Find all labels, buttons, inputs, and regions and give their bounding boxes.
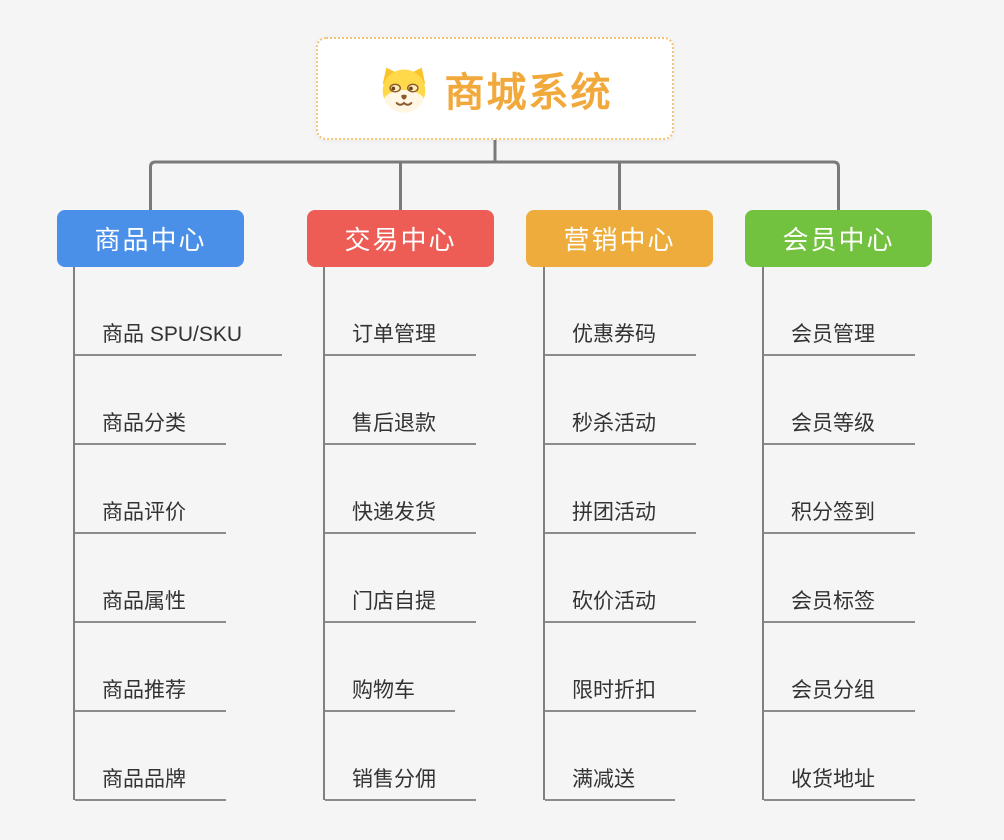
mindmap-leaf[interactable]: 会员分组 bbox=[764, 676, 915, 712]
mindmap-leaf[interactable]: 会员管理 bbox=[764, 320, 915, 356]
mindmap-leaf[interactable]: 商品属性 bbox=[75, 587, 226, 623]
mindmap-leaf[interactable]: 商品评价 bbox=[75, 498, 226, 534]
dog-face-icon bbox=[382, 67, 425, 112]
mindmap-leaf[interactable]: 积分签到 bbox=[764, 498, 915, 534]
mindmap-leaf[interactable]: 商品品牌 bbox=[75, 765, 226, 801]
root-node[interactable]: 商城系统 bbox=[316, 37, 674, 140]
branch-column-member: 会员管理 会员等级 积分签到 会员标签 会员分组 收货地址 bbox=[762, 267, 915, 801]
mindmap-leaf[interactable]: 门店自提 bbox=[325, 587, 476, 623]
mindmap-leaf[interactable]: 收货地址 bbox=[764, 765, 915, 801]
mindmap-leaf[interactable]: 拼团活动 bbox=[545, 498, 696, 534]
mindmap-leaf[interactable]: 砍价活动 bbox=[545, 587, 696, 623]
mindmap-leaf[interactable]: 商品 SPU/SKU bbox=[75, 320, 283, 356]
branch-trade-center[interactable]: 交易中心 bbox=[307, 210, 494, 267]
mindmap-leaf[interactable]: 秒杀活动 bbox=[545, 409, 696, 445]
mindmap-leaf[interactable]: 会员标签 bbox=[764, 587, 915, 623]
branch-member-center[interactable]: 会员中心 bbox=[745, 210, 932, 267]
mindmap-leaf[interactable]: 优惠券码 bbox=[545, 320, 696, 356]
branch-column-trade: 订单管理 售后退款 快递发货 门店自提 购物车 销售分佣 bbox=[323, 267, 476, 801]
mindmap-leaf[interactable]: 订单管理 bbox=[325, 320, 476, 356]
root-title: 商城系统 bbox=[444, 70, 613, 115]
mindmap-leaf[interactable]: 满减送 bbox=[545, 765, 675, 801]
branch-column-product: 商品 SPU/SKU 商品分类 商品评价 商品属性 商品推荐 商品品牌 bbox=[73, 267, 283, 801]
mindmap-leaf[interactable]: 售后退款 bbox=[325, 409, 476, 445]
branch-marketing-center[interactable]: 营销中心 bbox=[526, 210, 713, 267]
mindmap-leaf[interactable]: 限时折扣 bbox=[545, 676, 696, 712]
branch-column-marketing: 优惠券码 秒杀活动 拼团活动 砍价活动 限时折扣 满减送 bbox=[543, 267, 696, 801]
mindmap-leaf[interactable]: 商品推荐 bbox=[75, 676, 226, 712]
branch-product-center[interactable]: 商品中心 bbox=[57, 210, 244, 267]
mindmap-leaf[interactable]: 会员等级 bbox=[764, 409, 915, 445]
mindmap-leaf[interactable]: 快递发货 bbox=[325, 498, 476, 534]
mindmap-leaf[interactable]: 购物车 bbox=[325, 676, 455, 712]
mindmap-leaf[interactable]: 销售分佣 bbox=[325, 765, 476, 801]
mindmap-leaf[interactable]: 商品分类 bbox=[75, 409, 226, 445]
